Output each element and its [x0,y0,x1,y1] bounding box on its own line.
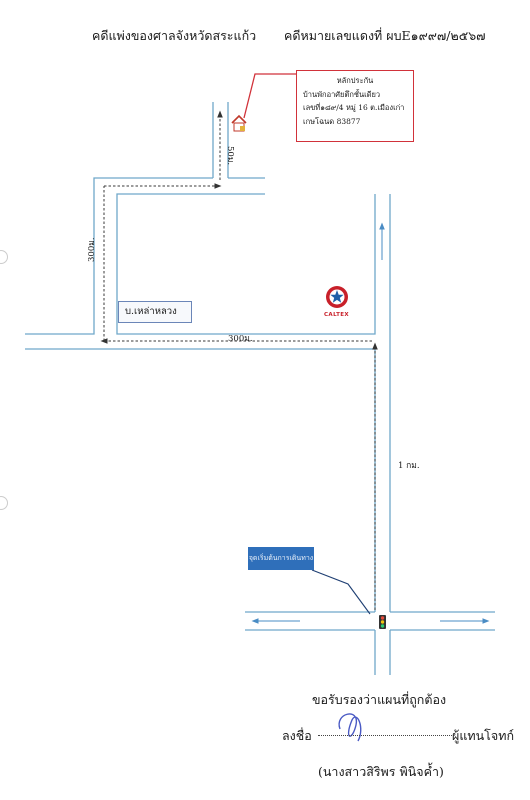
distance-300m-horizontal-label: 300ม. [228,334,253,344]
signer-role: ผู้แทนโจทก์ [452,728,515,743]
collateral-title: หลักประกัน [336,76,374,85]
court-name: คดีแพ่งของศาลจังหวัดสระแก้ว [92,28,257,43]
distance-1km-label: 1 กม. [398,461,420,471]
roads [25,102,495,675]
certification-text: ขอรับรองว่าแผนที่ถูกต้อง [312,692,447,707]
distance-300m-vertical-label: 300ม. [87,237,97,262]
start-point-label: จุดเริ่มต้นการเดินทาง [248,547,314,570]
case-number: คดีหมายเลขแดงที่ ผบE๑๙๙๗/๒๕๖๗ [284,28,486,43]
signer-name: (นางสาวสิริพร พินิจค้ำ) [318,764,444,779]
distance-50m-label: 50ม. [225,146,235,166]
caltex-brand-text: CALTEX [324,312,350,318]
signature-mark [338,713,362,742]
collateral-info-box: หลักประกัน บ้านพักอาศัยตึกชั้นเดียว เลขท… [296,70,414,142]
road-edge [116,193,376,335]
start-callout-line [311,569,371,615]
collateral-line-3: เกษโฉนด 83877 [303,116,361,126]
collateral-line-2: เลขที่๑๘๙/4 หมู่ 16 ต.เมืองเก่า [303,103,405,112]
route-path [100,110,378,610]
caltex-logo-icon [326,286,348,308]
callout-line [243,73,296,119]
road-direction-arrows [251,222,490,624]
road-edge [25,177,213,335]
collateral-line-1: บ้านพักอาศัยตึกชั้นเดียว [303,89,381,99]
signature-label: ลงชื่อ [282,728,312,743]
traffic-light-icon [379,615,386,629]
signature-line [318,735,452,736]
village-label: บ.เหล่าหลวง [118,301,192,323]
house-icon [231,114,247,132]
